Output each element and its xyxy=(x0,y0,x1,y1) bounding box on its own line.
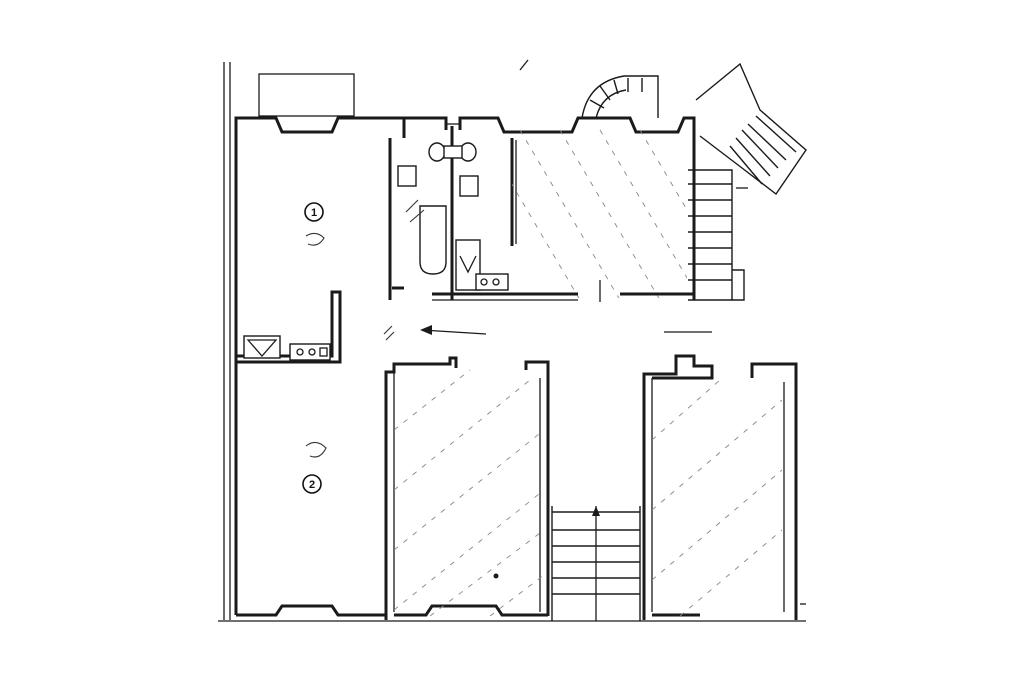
right-staircase xyxy=(688,169,748,301)
note-mark-top xyxy=(519,59,529,71)
entry-arrow xyxy=(383,325,487,341)
hatch-top-room xyxy=(512,129,687,298)
kitchen-corner-sink xyxy=(455,239,509,291)
top-facade-wall xyxy=(234,116,696,300)
room-2-number: 2 xyxy=(309,479,315,491)
hatch-middle-right-room xyxy=(652,379,782,616)
room-1-number: 1 xyxy=(311,207,317,219)
wc-pair xyxy=(428,142,477,162)
external-stairs xyxy=(695,62,807,196)
kitchen-counter xyxy=(289,343,331,361)
left-party-wall xyxy=(223,62,238,620)
corridor-walls xyxy=(599,280,712,333)
central-staircase xyxy=(551,506,641,621)
room-1-marker: 1 xyxy=(304,199,425,246)
spiral-staircase xyxy=(581,75,659,119)
room-1-walls xyxy=(236,290,342,364)
bottom-facade-wall xyxy=(218,603,806,622)
middle-left-room-walls xyxy=(384,356,550,620)
balcony xyxy=(258,73,355,117)
bathtub xyxy=(419,205,447,275)
middle-right-room-walls xyxy=(642,354,798,620)
hatch-middle-left-room xyxy=(394,369,544,616)
corner-sink-left xyxy=(243,335,281,359)
washbasin-left xyxy=(397,165,417,187)
marker-dot xyxy=(493,573,499,579)
washbasin-right xyxy=(459,175,479,197)
room-2-marker: 2 xyxy=(302,441,327,494)
